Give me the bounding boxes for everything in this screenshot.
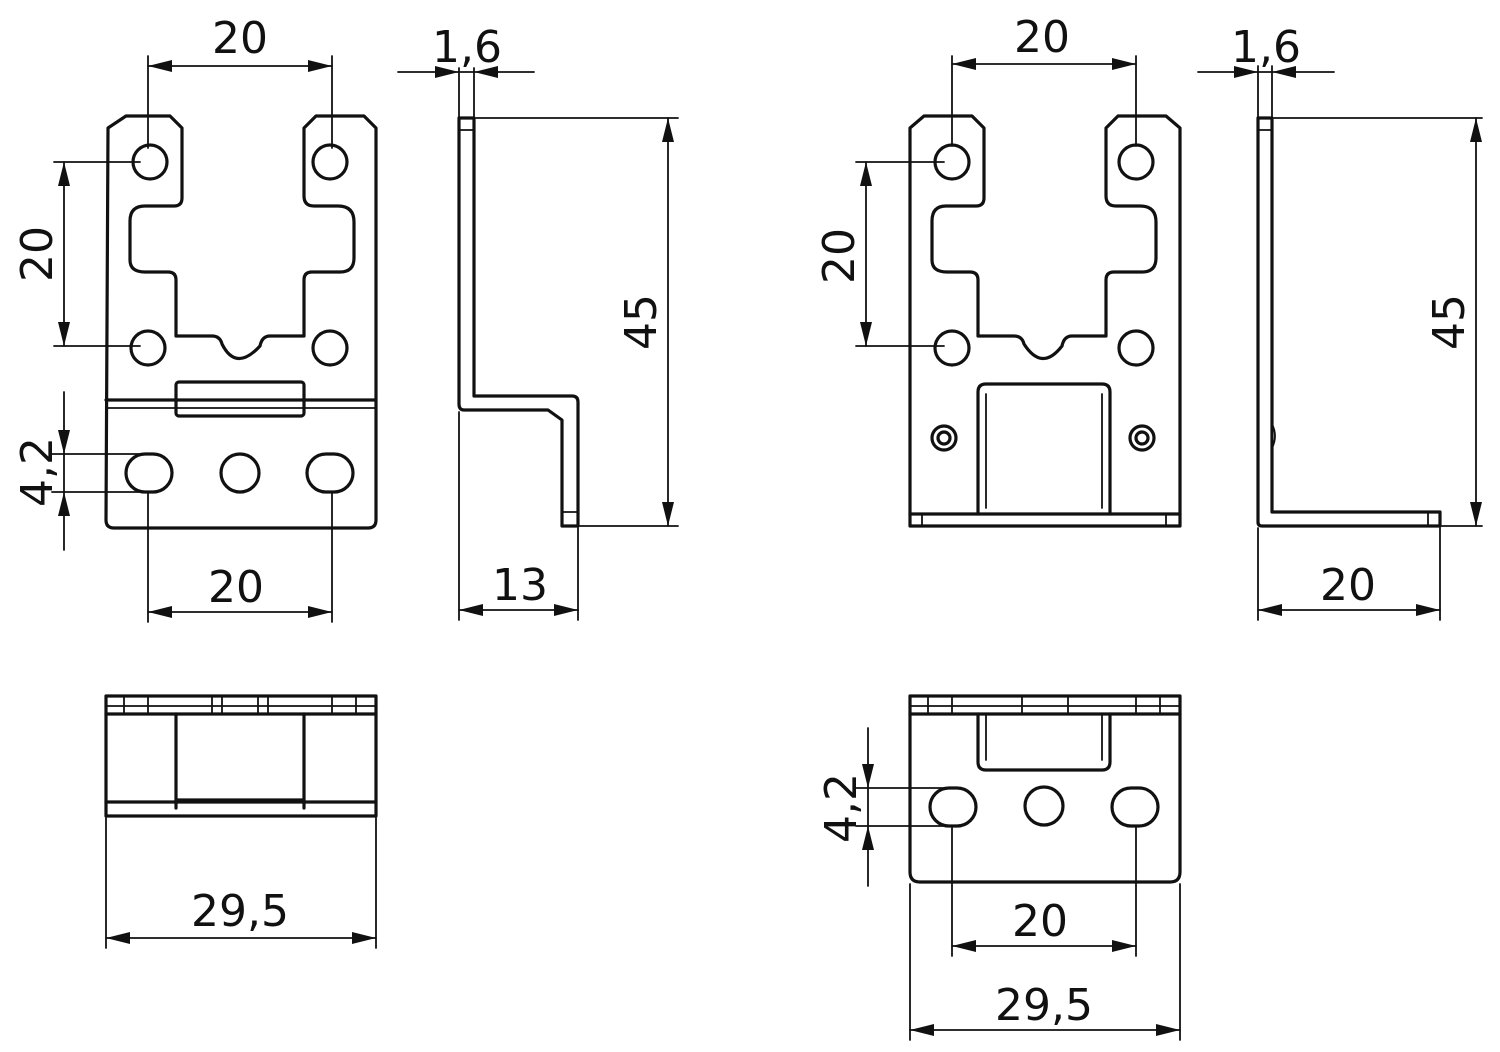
left-side-view: [457, 116, 580, 528]
right-hole-diameter-label: 4,2: [816, 773, 867, 843]
left-front-view: [104, 114, 378, 530]
right-bottom-pitch-label: 20: [1012, 896, 1068, 947]
left-offset-label: 13: [492, 560, 548, 611]
left-side-dimensions: 1,6 45 13: [397, 22, 679, 621]
left-bottom-view: [104, 694, 378, 818]
left-bottom-dimensions: 29,5: [105, 817, 377, 949]
left-hole-diameter-label: 4,2: [12, 437, 63, 507]
left-thickness-label: 1,6: [432, 22, 502, 73]
left-vertical-pitch-label: 20: [12, 226, 63, 282]
right-front-dimensions: 20 20: [814, 12, 1137, 347]
right-height-label: 45: [1424, 294, 1475, 350]
right-bottom-dimensions: 4,2 20 29,5: [816, 727, 1181, 1041]
right-front-view: [908, 114, 1182, 528]
left-top-pitch-label: 20: [212, 13, 268, 64]
right-width-label: 29,5: [995, 980, 1093, 1031]
left-front-dimensions: 20 20 4,2 20: [12, 13, 333, 623]
right-thickness-label: 1,6: [1231, 22, 1301, 73]
right-top-pitch-label: 20: [1014, 12, 1070, 63]
right-bottom-view: [908, 694, 1182, 884]
left-bottom-pitch-label: 20: [208, 562, 264, 613]
right-vertical-pitch-label: 20: [814, 228, 865, 284]
right-depth-label: 20: [1320, 560, 1376, 611]
right-side-view: [1256, 116, 1442, 528]
left-width-label: 29,5: [191, 886, 289, 937]
right-side-dimensions: 1,6 45 20: [1197, 22, 1483, 621]
left-height-label: 45: [616, 294, 667, 350]
